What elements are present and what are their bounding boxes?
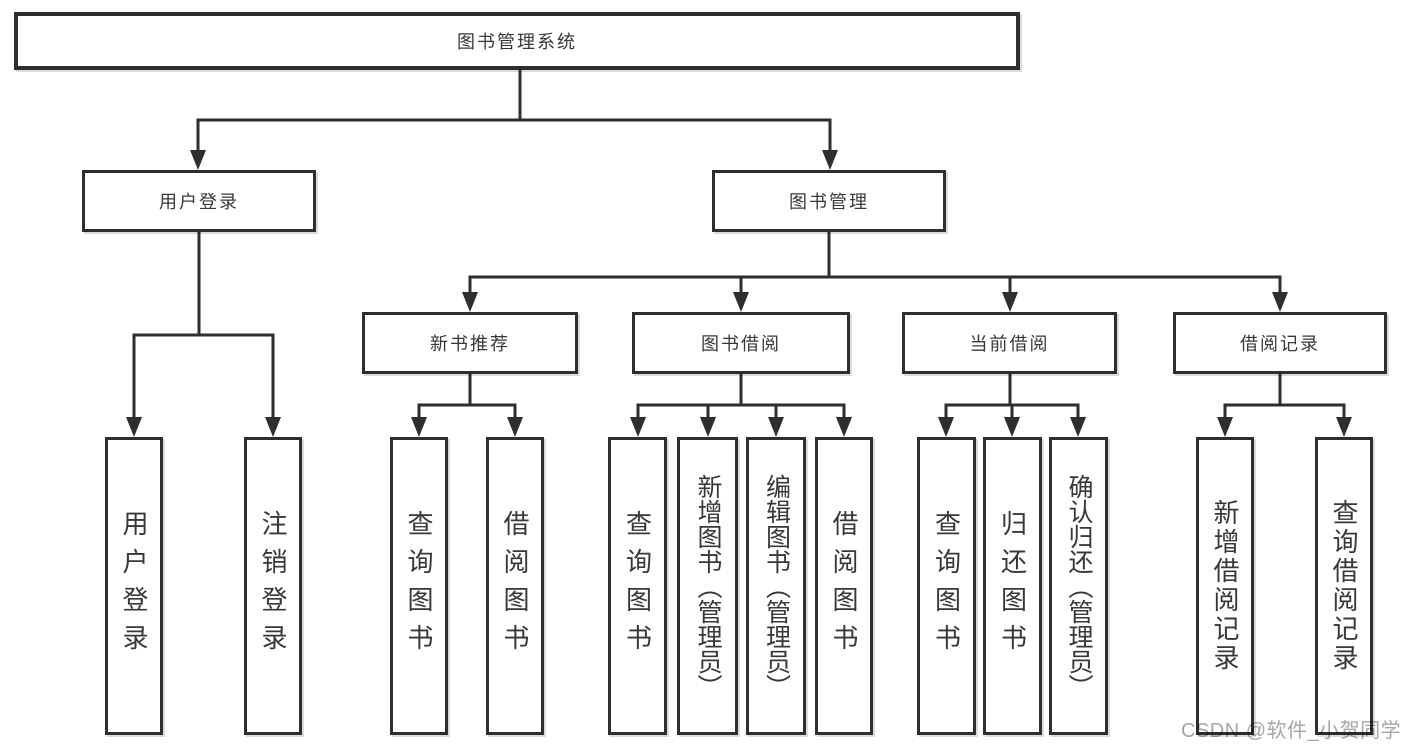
leaf-logout: 注销登录	[244, 437, 302, 735]
connector-paths	[132, 70, 1346, 421]
node-new-book-recommend-label: 新书推荐	[430, 334, 510, 354]
leaf-add-borrow-record-label: 新增借阅记录	[1210, 499, 1240, 673]
node-user-login-label: 用户登录	[159, 192, 239, 212]
leaf-return-books-label: 归还图书	[997, 510, 1028, 662]
node-current-borrow: 当前借阅	[902, 312, 1117, 374]
leaf-user-login-label: 用户登录	[119, 510, 149, 662]
leaf-return-books: 归还图书	[983, 437, 1042, 735]
leaf-add-borrow-record: 新增借阅记录	[1196, 437, 1254, 735]
leaf-query-books-borrow-label: 查询图书	[622, 510, 653, 662]
node-current-borrow-label: 当前借阅	[969, 334, 1050, 354]
leaf-add-books-admin-label: 新增图书（管理员）	[694, 473, 722, 699]
leaf-query-books-borrow: 查询图书	[608, 437, 667, 735]
node-library-management-system: 图书管理系统	[14, 12, 1020, 70]
leaf-add-books-admin: 新增图书（管理员）	[677, 437, 738, 735]
node-book-borrow: 图书借阅	[632, 312, 850, 374]
leaf-query-borrow-record-label: 查询借阅记录	[1329, 499, 1359, 673]
leaf-edit-books-admin: 编辑图书（管理员）	[746, 437, 806, 735]
node-book-management-label: 图书管理	[789, 192, 869, 212]
leaf-query-books-current-label: 查询图书	[931, 510, 962, 662]
node-borrow-records-label: 借阅记录	[1240, 334, 1320, 354]
leaf-edit-books-admin-label: 编辑图书（管理员）	[762, 473, 791, 699]
leaf-logout-label: 注销登录	[258, 510, 288, 662]
leaf-confirm-return-admin: 确认归还（管理员）	[1049, 437, 1108, 735]
node-book-management: 图书管理	[712, 170, 946, 232]
node-library-management-system-label: 图书管理系统	[457, 32, 577, 52]
connector-book-borrow-group	[636, 374, 846, 421]
node-borrow-records: 借阅记录	[1173, 312, 1387, 374]
leaf-user-login: 用户登录	[105, 437, 163, 735]
connector-root-to-level2	[196, 70, 832, 154]
connector-book-management-group	[468, 232, 1282, 296]
connector-user-login-group	[132, 232, 275, 421]
leaf-borrow-books-label: 借阅图书	[829, 510, 859, 662]
leaf-query-books-recommend: 查询图书	[390, 437, 448, 735]
leaf-confirm-return-admin-label: 确认归还（管理员）	[1065, 473, 1093, 699]
leaf-query-books-current: 查询图书	[917, 437, 976, 735]
node-user-login: 用户登录	[82, 170, 316, 232]
leaf-borrow-books: 借阅图书	[815, 437, 873, 735]
leaf-borrow-books-recommend-label: 借阅图书	[500, 510, 530, 662]
leaf-borrow-books-recommend: 借阅图书	[486, 437, 544, 735]
connector-current-borrow-group	[944, 374, 1080, 421]
node-new-book-recommend: 新书推荐	[362, 312, 578, 374]
connector-new-book-group	[417, 374, 517, 421]
node-book-borrow-label: 图书借阅	[701, 334, 781, 354]
connector-borrow-record-group	[1223, 374, 1346, 421]
arrowheads	[126, 150, 1352, 437]
watermark: CSDN @软件_小贺同学	[1181, 720, 1402, 742]
leaf-query-books-recommend-label: 查询图书	[404, 510, 434, 662]
leaf-query-borrow-record: 查询借阅记录	[1315, 437, 1373, 735]
